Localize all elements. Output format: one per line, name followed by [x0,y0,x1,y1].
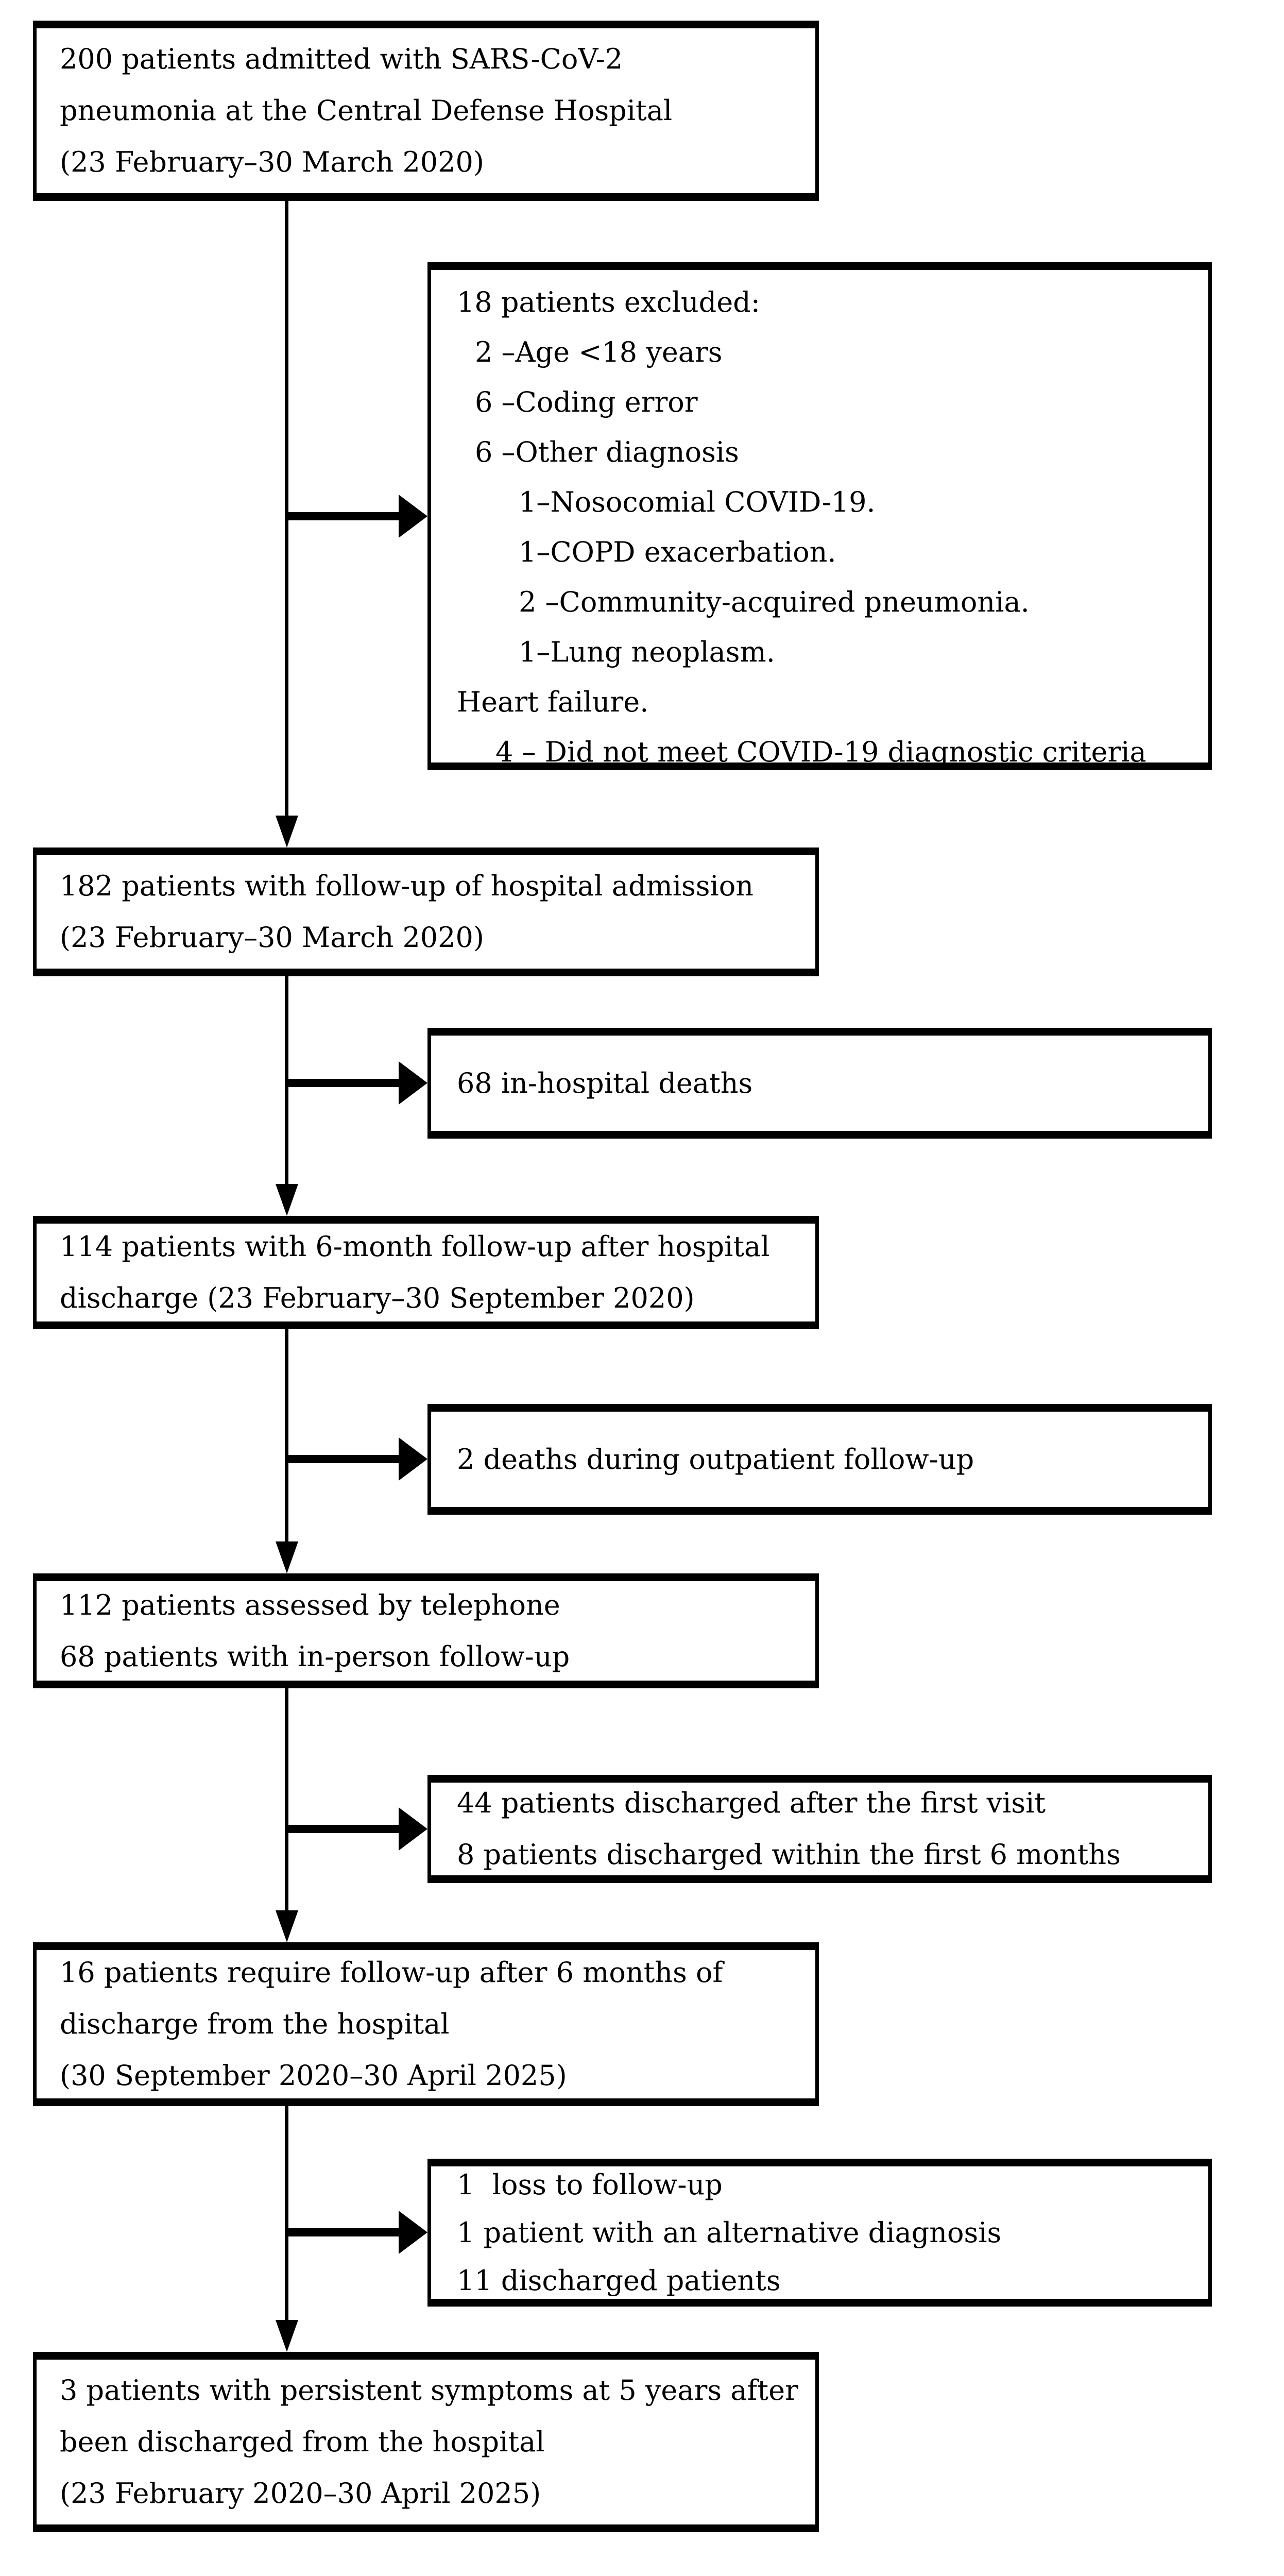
arrow-branch-discharged-early-head [399,1807,427,1851]
arrow-down-2-head [276,1184,298,1216]
box-six-month-followup-line-2: discharge (23 February–30 September 2020… [60,1282,695,1314]
box-excluded-item-cap: 2 –Community-acquired pneumonia. [519,586,1030,618]
arrow-down-5-head [276,2320,298,2352]
box-six-month-followup: 114 patients with 6-month follow-up afte… [33,1216,819,1329]
box-discharged-early-line-2: 8 patients discharged within the first 6… [457,1838,1121,1871]
box-outpatient-deaths-line-1: 2 deaths during outpatient follow-up [457,1443,974,1476]
box-require-followup: 16 patients require follow-up after 6 mo… [33,1942,819,2106]
arrow-branch-discharged-early-shaft [286,1825,399,1833]
box-admitted-line-1: 200 patients admitted with SARS-CoV-2 [60,43,623,75]
box-inhospital-deaths: 68 in-hospital deaths [427,1028,1212,1139]
arrow-down-4-shaft [285,1688,288,1910]
box-excluded: 18 patients excluded: 2 –Age <18 years 6… [427,262,1212,770]
arrow-branch-outpatient-deaths-head [399,1437,427,1481]
box-excluded-item-neoplasm: 1–Lung neoplasm. [519,636,775,668]
box-inhospital-deaths-line-1: 68 in-hospital deaths [457,1066,753,1099]
box-excluded-item-other: 6 –Other diagnosis [475,436,739,468]
box-excluded-item-copd: 1–COPD exacerbation. [519,536,836,568]
arrow-branch-excluded-head [399,495,427,538]
box-attrition: 1 loss to follow-up 1 patient with an al… [427,2159,1212,2307]
box-discharged-early: 44 patients discharged after the first v… [427,1775,1212,1883]
box-admitted-line-2: pneumonia at the Central Defense Hospita… [60,94,673,127]
box-excluded-item-heart-failure: Heart failure. [457,686,649,718]
box-discharged-early-line-1: 44 patients discharged after the first v… [457,1787,1046,1819]
box-require-followup-line-2: discharge from the hospital [60,2008,450,2040]
arrow-down-1-head [276,816,298,848]
arrow-down-3-shaft [285,1329,288,1541]
box-followup-admission: 182 patients with follow-up of hospital … [33,848,819,976]
box-excluded-title: 18 patients excluded: [457,286,760,318]
box-persistent: 3 patients with persistent symptoms at 5… [33,2352,819,2532]
arrow-down-3-head [276,1541,298,1573]
box-followup-admission-line-2: (23 February–30 March 2020) [60,921,484,954]
box-attrition-line-3: 11 discharged patients [457,2264,781,2297]
box-excluded-item-age: 2 –Age <18 years [475,336,723,368]
box-persistent-line-3: (23 February 2020–30 April 2025) [60,2477,541,2510]
box-assessed: 112 patients assessed by telephone 68 pa… [33,1573,819,1688]
arrow-down-1-shaft [285,201,288,816]
box-assessed-line-1: 112 patients assessed by telephone [60,1588,560,1621]
box-excluded-item-coding: 6 –Coding error [475,386,698,418]
arrow-branch-inhospital-deaths-shaft [286,1079,399,1087]
box-assessed-line-2: 68 patients with in-person follow-up [60,1640,570,1673]
box-admitted: 200 patients admitted with SARS-CoV-2 pn… [33,21,819,201]
box-admitted-line-3: (23 February–30 March 2020) [60,146,484,178]
box-require-followup-line-3: (30 September 2020–30 April 2025) [60,2059,567,2092]
box-persistent-line-2: been discharged from the hospital [60,2426,545,2458]
arrow-branch-inhospital-deaths-head [399,1061,427,1105]
arrow-down-5-shaft [285,2106,288,2320]
box-attrition-line-1: 1 loss to follow-up [457,2168,723,2201]
box-persistent-line-1: 3 patients with persistent symptoms at 5… [60,2374,798,2406]
box-attrition-line-2: 1 patient with an alternative diagnosis [457,2216,1002,2249]
box-followup-admission-line-1: 182 patients with follow-up of hospital … [60,870,754,902]
arrow-branch-excluded-shaft [286,512,399,520]
arrow-branch-attrition-shaft [286,2228,399,2236]
arrow-branch-attrition-head [399,2211,427,2254]
box-excluded-item-nosocomial: 1–Nosocomial COVID-19. [519,486,876,518]
box-excluded-item-criteria: 4 – Did not meet COVID-19 diagnostic cri… [495,736,1146,768]
box-six-month-followup-line-1: 114 patients with 6-month follow-up afte… [60,1230,770,1263]
box-require-followup-line-1: 16 patients require follow-up after 6 mo… [60,1956,723,1989]
arrow-down-4-head [276,1910,298,1942]
arrow-branch-outpatient-deaths-shaft [286,1455,399,1463]
box-outpatient-deaths: 2 deaths during outpatient follow-up [427,1404,1212,1515]
